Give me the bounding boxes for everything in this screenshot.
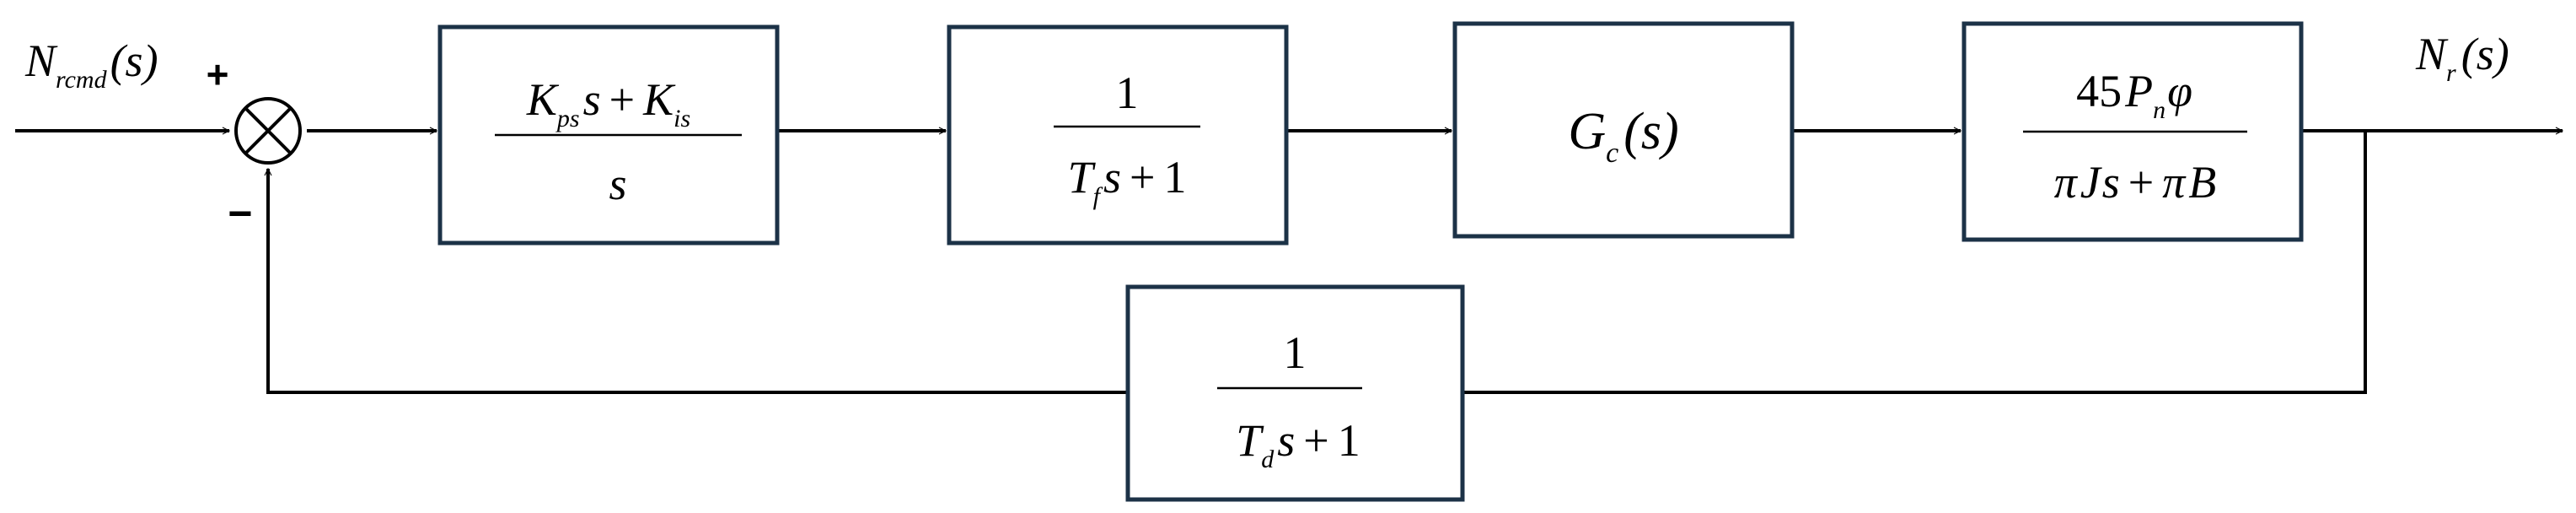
input-symbol: N: [24, 35, 58, 86]
filter-block[interactable]: 1 Tfs+1: [947, 24, 1289, 246]
compensator-label: Gc(s): [1568, 103, 1678, 169]
plus-sign: +: [207, 52, 229, 96]
signal-wires: [15, 127, 2564, 394]
filter-numerator: 1: [1116, 68, 1139, 118]
compensator-box: [1452, 21, 1795, 239]
plant-block[interactable]: 45Pnφ πJs+πB: [1962, 21, 2304, 242]
pi-controller-denominator: s: [609, 159, 626, 209]
compensator-block[interactable]: Gc(s): [1452, 21, 1795, 239]
input-subscript: rcmd: [56, 66, 108, 94]
pi-controller-block[interactable]: Kpss+Kis s: [437, 24, 780, 246]
plant-numerator: 45Pnφ: [2076, 66, 2192, 124]
input-arg: (s): [110, 35, 158, 86]
filter-box: [947, 24, 1289, 246]
feedback-return-wire: [264, 167, 1128, 394]
plant-denominator: πJs+πB: [2054, 157, 2217, 208]
input-label: Nrcmd(s): [24, 35, 158, 94]
pi-controller-numerator: Kpss+Kis: [526, 74, 690, 132]
output-label: Nr(s): [2415, 29, 2509, 87]
feedback-filter-box: [1125, 284, 1465, 502]
feedback-filter-denominator: Tds+1: [1236, 415, 1360, 473]
feedback-filter-numerator: 1: [1284, 327, 1307, 378]
feedback-pickoff-wire: [1462, 131, 2367, 394]
minus-sign: −: [228, 190, 252, 237]
feedback-filter-block[interactable]: 1 Tds+1: [1125, 284, 1465, 502]
summing-junction-cross-2: [244, 106, 292, 155]
summing-junction: + −: [207, 52, 302, 237]
filter-denominator: Tfs+1: [1068, 152, 1187, 210]
